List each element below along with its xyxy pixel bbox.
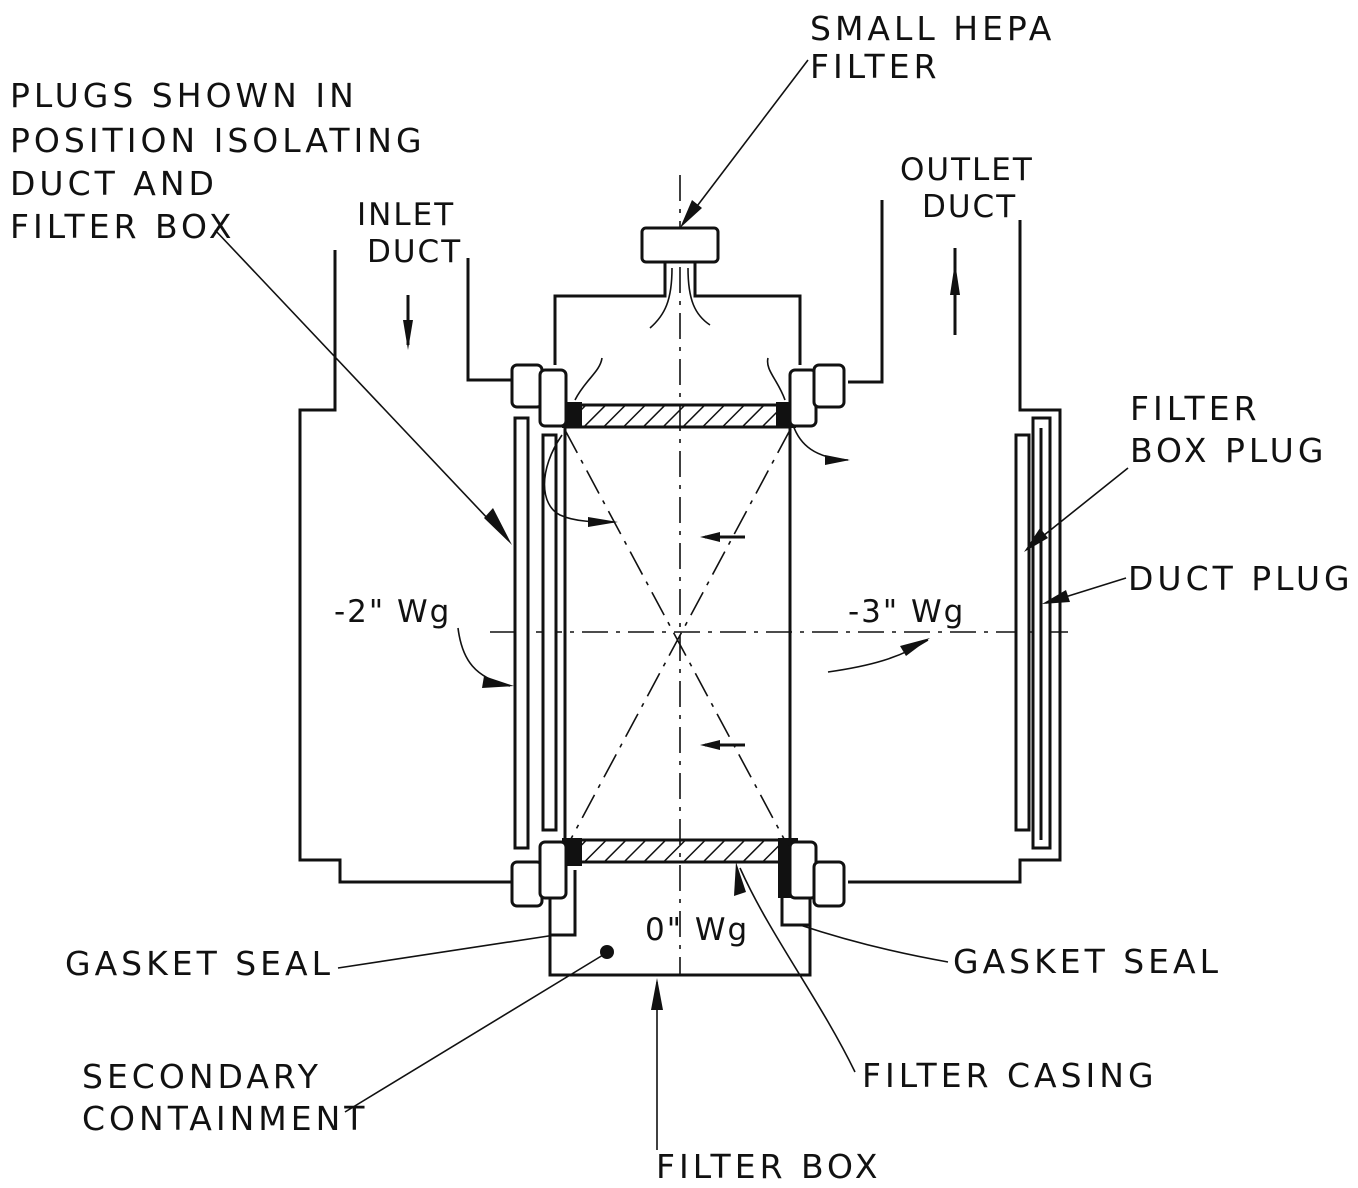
label-inlet-line2: DUCT [367, 234, 462, 270]
filter-media-top [563, 403, 792, 429]
clamp-top-left-outer [510, 363, 544, 409]
leader-filter-casing [739, 867, 856, 1073]
left-filter-box-plug [541, 433, 558, 832]
leader-plugs [214, 229, 509, 541]
inner-flow-arrow-bottom [700, 740, 720, 750]
bottom-left-seal-line [550, 870, 577, 937]
right-filter-box-plug [1014, 433, 1031, 832]
leader-filter-box-plug-arrow [1024, 528, 1048, 552]
label-secondary-line2: CONTAINMENT [82, 1099, 368, 1138]
clamp-bottom-left-inner [538, 840, 568, 900]
leader-duct-plug-arrow [1042, 590, 1070, 604]
leader-secondary-containment [344, 954, 604, 1113]
seal-hook-right [766, 357, 786, 401]
clamp-bottom-right-inner [788, 840, 818, 900]
label-plugs-line2: POSITION ISOLATING [10, 121, 426, 160]
leader-filter-casing-arrow [734, 862, 746, 896]
label-plugs-line4: FILTER BOX [10, 207, 236, 246]
clamp-bottom-left-outer [510, 860, 544, 908]
inner-flow-arrow-top [700, 532, 720, 542]
leader-pressure-left-arrow [482, 676, 514, 688]
label-outlet-line1: OUTLET [900, 152, 1034, 188]
label-gasket-seal-left: GASKET SEAL [65, 944, 334, 983]
label-filter-box: FILTER BOX [656, 1147, 882, 1186]
leader-gasket-left [337, 934, 556, 969]
clamp-top-right-outer [812, 363, 846, 409]
label-pressure-right: -3" Wg [848, 594, 965, 630]
outlet-duct-inner-wall [848, 200, 884, 384]
label-small-hepa-line2: FILTER [810, 47, 941, 86]
label-outlet-line2: DUCT [922, 189, 1017, 225]
label-secondary-line1: SECONDARY [82, 1057, 322, 1096]
outlet-flow-arrowhead [950, 262, 960, 295]
top-housing [553, 260, 802, 365]
leader-filter-box-arrow [651, 978, 663, 1010]
clamp-top-left-inner [538, 368, 568, 428]
leader-small-hepa-arrow [680, 200, 702, 228]
secondary-containment-dot [600, 945, 614, 959]
small-hepa-filter [640, 226, 720, 264]
label-plugs-line3: DUCT AND [10, 164, 218, 203]
right-internal-flow-curve [792, 424, 849, 461]
leader-pressure-right-arrow [900, 638, 930, 656]
inlet-duct-inner-wall [466, 258, 512, 382]
label-pressure-left: -2" Wg [334, 594, 451, 630]
right-internal-flow-arrow [825, 455, 850, 465]
left-internal-flow-arrow [588, 517, 618, 527]
label-plugs-line1: PLUGS SHOWN IN [10, 76, 358, 115]
right-box-outline [848, 220, 1062, 884]
label-pressure-bottom: 0" Wg [645, 912, 749, 948]
inlet-flow-arrowhead [403, 320, 413, 350]
leader-gasket-right [799, 924, 949, 963]
hepa-flow-right [687, 267, 711, 326]
left-box-outline [298, 250, 512, 884]
clamp-bottom-right-outer [812, 860, 846, 908]
leader-small-hepa [684, 59, 809, 223]
label-duct-plug: DUCT PLUG [1128, 559, 1354, 598]
diagonal-line-b [564, 429, 791, 851]
label-gasket-seal-right: GASKET SEAL [953, 942, 1222, 981]
left-duct-plug [513, 416, 530, 850]
label-small-hepa-line1: SMALL HEPA [810, 9, 1055, 48]
label-inlet-line1: INLET [357, 197, 455, 233]
filter-media-bottom [563, 838, 792, 864]
hepa-flow-left [649, 267, 673, 329]
clamp-top-right-inner [788, 368, 818, 428]
seal-hook-left [574, 357, 603, 401]
leader-plugs-arrow [484, 508, 512, 545]
label-filter-casing: FILTER CASING [862, 1056, 1158, 1095]
label-filter-box-plug-line1: FILTER [1130, 389, 1261, 428]
label-filter-box-plug-line2: BOX PLUG [1130, 431, 1327, 470]
